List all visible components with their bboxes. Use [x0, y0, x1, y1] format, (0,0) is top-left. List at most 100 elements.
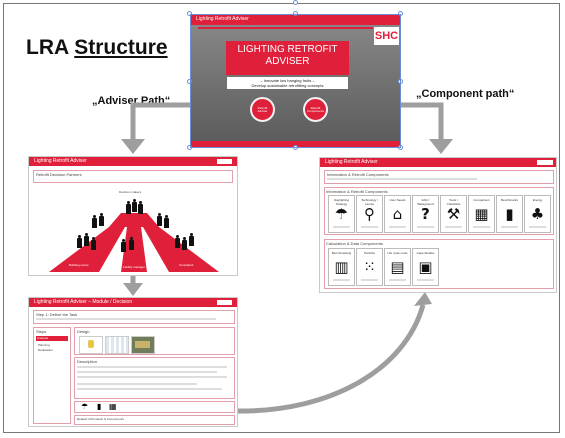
component-card-footer	[529, 226, 546, 228]
component-path-screen: Lighting Retrofit Adviser Information & …	[319, 157, 557, 293]
grid-icon: ▦	[474, 205, 489, 223]
component-info-panel: Information & Retrofit Components	[324, 170, 554, 184]
adviser-title-bar: Lighting Retrofit Adviser	[29, 157, 237, 166]
component-card-label: Life cycle costs	[387, 251, 408, 255]
umbrella-icon[interactable]: ☂	[81, 402, 89, 411]
component-card-footer	[361, 279, 378, 281]
selection-handle[interactable]	[187, 11, 192, 16]
step-description-panel: Description	[74, 357, 235, 399]
step-sidebar: Steps Analysis Planning Realisation	[33, 327, 71, 424]
component-section1-heading: Information & Retrofit Components	[327, 172, 389, 177]
description-line	[77, 383, 197, 385]
component-card[interactable]: Tools / Checklists⚒	[440, 195, 467, 233]
component-card-footer	[445, 226, 462, 228]
step-design-panel: Design	[74, 327, 235, 355]
description-line	[77, 376, 227, 378]
person-icon	[99, 213, 104, 226]
component-card-footer	[333, 226, 350, 228]
component-search-box[interactable]	[537, 160, 553, 165]
hero-title-bar: Lighting Retrofit Adviser	[191, 15, 400, 25]
component-bar-title: Lighting Retrofit Adviser	[325, 159, 378, 165]
person-icon	[175, 235, 180, 248]
arrow-head-step	[123, 283, 143, 296]
rotation-handle[interactable]	[293, 0, 298, 5]
lamp-icon	[88, 340, 94, 348]
arrow-head-return	[414, 292, 432, 306]
component-card-footer	[501, 226, 518, 228]
component-path-label: „Component path“	[416, 88, 515, 100]
retrofit-adviser-button[interactable]: Retrofit Adviser	[250, 97, 275, 122]
grid-icon[interactable]: ▦	[109, 402, 117, 411]
step-sidebar-item[interactable]: Realisation	[38, 348, 53, 352]
description-line	[77, 371, 217, 373]
step-design-label: Design	[77, 329, 90, 334]
stakeholder-label: Consultant	[179, 263, 194, 267]
adviser-search-box[interactable]	[217, 159, 232, 164]
component-card[interactable]: Technology / Lamps⚲	[356, 195, 383, 233]
stakeholder-platform-left	[49, 227, 125, 272]
bars-icon[interactable]: ▮	[97, 402, 102, 411]
person-icon	[189, 233, 194, 246]
hero-subtitle-1: – Innovate low hanging fruits –	[260, 78, 315, 83]
component-row2-label: Calculation & Data Components	[326, 241, 383, 246]
component-row1-label: Information & Retrofit Components	[326, 189, 388, 194]
component-card[interactable]: FAQ / Background?	[412, 195, 439, 233]
component-card-footer	[389, 226, 406, 228]
step-info-panel: Step 1: Define the Task	[33, 310, 235, 324]
component-row1-panel	[324, 187, 554, 235]
component-card[interactable]: Benchmarks▮	[496, 195, 523, 233]
component-card[interactable]: Benchmarking▥	[328, 248, 355, 286]
stakeholder-label: Decision makers	[119, 190, 142, 194]
selection-handle[interactable]	[187, 79, 192, 84]
stakeholder-graphic	[49, 213, 219, 272]
component-card-footer	[333, 279, 350, 281]
design-thumbnail-photo[interactable]	[131, 336, 155, 354]
person-icon	[182, 237, 187, 250]
component-card[interactable]: Life cycle costs▤	[384, 248, 411, 286]
step-bottom-label: Related Information & Components	[77, 417, 124, 421]
adviser-start-screen: Lighting Retrofit Adviser SHC LIGHTING R…	[190, 14, 401, 148]
person-icon	[121, 239, 126, 252]
component-card[interactable]: Energy ♣	[524, 195, 551, 233]
retrofit-components-button[interactable]: Retrofit Components	[303, 97, 328, 122]
step-sidebar-active-item[interactable]: Analysis	[36, 336, 68, 341]
component-card[interactable]: User Needs⌂	[384, 195, 411, 233]
component-card-label: Portfolio	[363, 251, 375, 255]
component-card-label: Comparison	[473, 198, 490, 202]
arrow-adviser-path	[130, 102, 190, 140]
stakeholder-platform-center	[121, 227, 147, 272]
component-row2-panel	[324, 239, 554, 289]
step-search-box[interactable]	[217, 300, 232, 305]
adviser-step-screen: Lighting Retrofit Adviser – Module / Dec…	[28, 297, 238, 427]
step-bottom-panel: Related Information & Components	[74, 415, 235, 425]
hero-heading-line1: LIGHTING RETROFIT	[237, 44, 338, 55]
adviser-heading: Retrofit Decision Partners	[36, 172, 82, 177]
component-card-footer	[389, 279, 406, 281]
component-card-label: Case Studies	[416, 251, 435, 255]
design-thumbnail-plan[interactable]	[105, 336, 129, 354]
arrow-component-path	[401, 102, 444, 140]
person-icon	[138, 201, 143, 214]
stakeholder-label: Building owner	[69, 263, 89, 267]
component-info-text	[327, 178, 477, 180]
question-icon: ?	[421, 205, 430, 223]
plant-icon: ♣	[530, 205, 545, 223]
step-related-icons: ☂ ▮ ▦	[74, 401, 235, 413]
component-card[interactable]: Daylighting Strategy☂	[328, 195, 355, 233]
component-card[interactable]: Case Studies▣	[412, 248, 439, 286]
person-icon	[126, 201, 131, 214]
dot-grid-icon: ⁙	[363, 258, 376, 276]
person-icon	[92, 215, 97, 228]
component-card-label: FAQ / Background	[417, 198, 434, 206]
selection-handle[interactable]	[293, 11, 298, 16]
step-title-bar: Lighting Retrofit Adviser – Module / Dec…	[29, 298, 237, 307]
design-thumbnail-lamp[interactable]	[79, 336, 103, 354]
component-card[interactable]: Comparison ▦	[468, 195, 495, 233]
step-sidebar-item[interactable]: Planning	[38, 343, 50, 347]
arrow-step-to-component	[237, 304, 426, 414]
component-card-label: User Needs	[389, 198, 406, 202]
step-sidebar-item-label: Analysis	[37, 336, 49, 340]
person-icon	[157, 213, 162, 226]
component-card-label: Energy	[532, 198, 543, 202]
component-card[interactable]: Portfolio ⁙	[356, 248, 383, 286]
